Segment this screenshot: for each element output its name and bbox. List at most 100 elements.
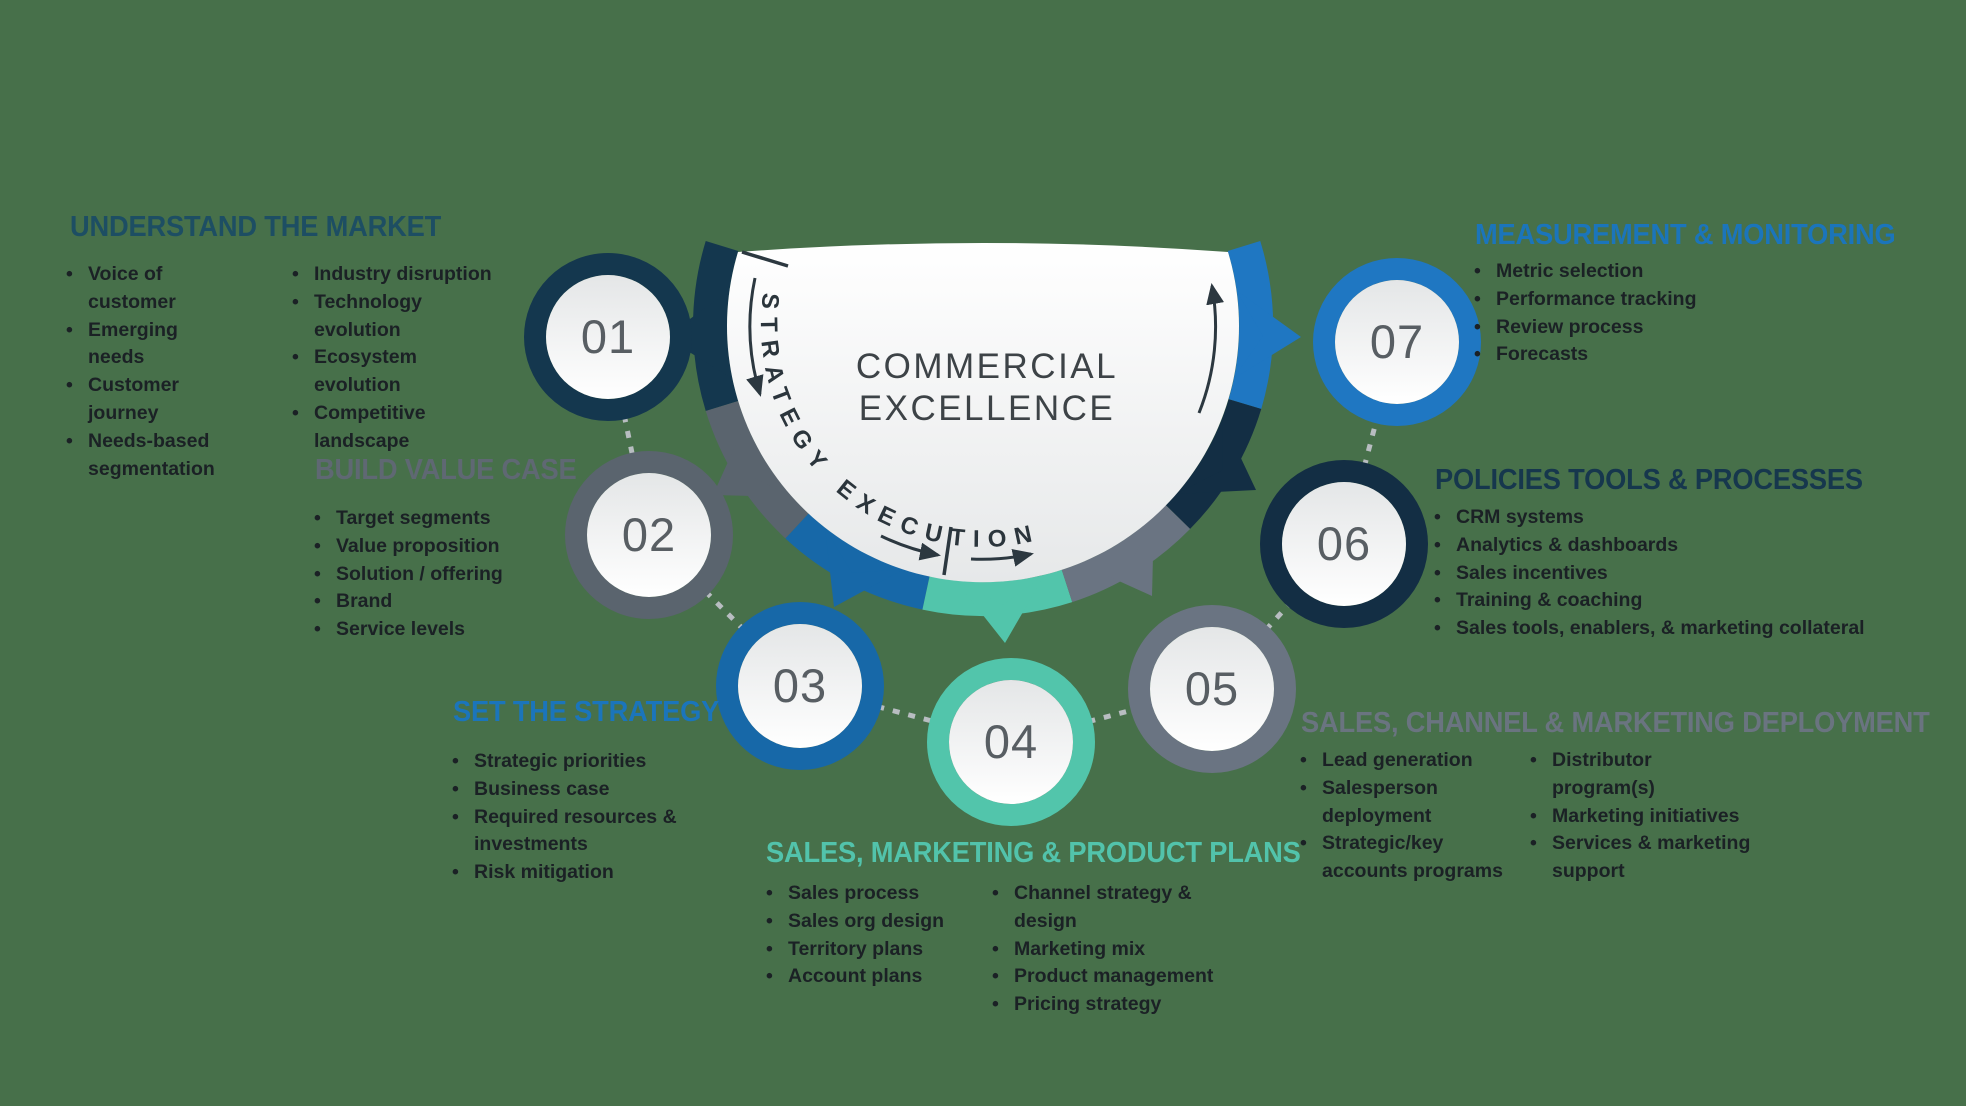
execution-arrow-2 <box>1197 283 1225 414</box>
list-item: Needs-based segmentation <box>62 428 237 484</box>
list-item: Strategic/key accounts programs <box>1296 830 1531 886</box>
list-item: Training & coaching <box>1430 587 1880 615</box>
list-item: Analytics & dashboards <box>1430 532 1880 560</box>
step-number-03: 03 <box>773 659 827 712</box>
list-item: CRM systems <box>1430 504 1880 532</box>
bullet-list: Metric selection Performance tracking Re… <box>1470 258 1710 369</box>
step-face-07 <box>1335 280 1459 404</box>
step-face-06 <box>1282 482 1406 606</box>
list-item: Metric selection <box>1470 258 1710 286</box>
step-number-01: 01 <box>581 310 635 363</box>
step-face-01 <box>546 275 670 399</box>
list-item: Solution / offering <box>310 561 510 589</box>
ring-segment-06 <box>1165 398 1262 529</box>
list-item: Business case <box>448 776 678 804</box>
list-item: Industry disruption <box>288 261 494 289</box>
step-number-07: 07 <box>1370 315 1424 368</box>
list-item: Sales tools, enablers, & marketing colla… <box>1430 615 1880 643</box>
strategy-arrow-2 <box>880 534 941 561</box>
outer-ring-segments <box>693 240 1274 617</box>
bullet-list: Lead generation Salesperson deployment S… <box>1296 747 1531 886</box>
bullet-list: Industry disruption Technology evolution… <box>288 261 494 456</box>
pointer-01 <box>665 290 733 379</box>
list-item: Value proposition <box>310 533 510 561</box>
step-circle-01: 01 <box>524 253 692 421</box>
list-item: Distributor program(s) <box>1526 747 1751 803</box>
bullet-list: Strategic priorities Business case Requi… <box>448 748 678 887</box>
list-item: Sales incentives <box>1430 560 1880 588</box>
step-ring-01 <box>524 253 692 421</box>
list-item: Forecasts <box>1470 341 1710 369</box>
list-item: Marketing initiatives <box>1526 803 1751 831</box>
list-item: Marketing mix <box>988 936 1238 964</box>
center-title-line2: EXCELLENCE <box>859 389 1115 428</box>
list-item: Review process <box>1470 314 1710 342</box>
step-circle-03: 03 <box>716 602 884 770</box>
list-item: Channel strategy & design <box>988 880 1238 936</box>
step-ring-05 <box>1128 605 1296 773</box>
step-ring-06 <box>1260 460 1428 628</box>
step-number-05: 05 <box>1185 662 1239 715</box>
list-item: Customer journey <box>62 372 237 428</box>
bullet-list: Channel strategy & design Marketing mix … <box>988 880 1238 1019</box>
bottom-divider-tick <box>942 526 953 576</box>
step-circle-06: 06 <box>1260 460 1428 628</box>
pointer-04 <box>956 574 1045 643</box>
list-item: Performance tracking <box>1470 286 1710 314</box>
list-item: Service levels <box>310 616 510 644</box>
ring-segment-01 <box>693 241 739 411</box>
ring-segment-07 <box>1227 240 1274 409</box>
pointer-06 <box>1176 418 1256 494</box>
step-face-04 <box>949 680 1073 804</box>
section-title: SALES, CHANNEL & MARKETING DEPLOYMENT <box>1301 707 1930 739</box>
ring-segment-02 <box>705 400 809 539</box>
bullet-list: Voice of customer Emerging needs Custome… <box>62 261 237 483</box>
center-title-line1: COMMERCIAL <box>856 347 1118 386</box>
step-ring-04 <box>927 658 1095 826</box>
step-number-06: 06 <box>1317 517 1371 570</box>
list-item: Services & marketing support <box>1526 830 1751 886</box>
pointer-05 <box>1079 516 1154 596</box>
bullet-list: Sales process Sales org design Territory… <box>762 880 962 991</box>
section-title: SET THE STRATEGY <box>453 696 720 728</box>
section-title: POLICIES TOOLS & PROCESSES <box>1435 464 1863 496</box>
list-item: Technology evolution <box>288 289 494 345</box>
list-item: Sales process <box>762 880 962 908</box>
list-item: Lead generation <box>1296 747 1531 775</box>
list-item: Brand <box>310 588 510 616</box>
bullet-list: CRM systems Analytics & dashboards Sales… <box>1430 504 1880 643</box>
step-face-05 <box>1150 627 1274 751</box>
strategy-start-tick <box>741 250 789 268</box>
list-item: Emerging needs <box>62 317 237 373</box>
execution-arrow-1 <box>970 549 1034 567</box>
list-item: Strategic priorities <box>448 748 678 776</box>
step-face-03 <box>738 624 862 748</box>
list-item: Product management <box>988 963 1238 991</box>
section-title: BUILD VALUE CASE <box>315 454 577 486</box>
section-title: UNDERSTAND THE MARKET <box>70 211 442 243</box>
bullet-list: Distributor program(s) Marketing initiat… <box>1526 747 1751 886</box>
ring-segment-05 <box>1061 504 1191 603</box>
bullet-list: Target segments Value proposition Soluti… <box>310 505 510 644</box>
list-item: Target segments <box>310 505 510 533</box>
step-circle-07: 07 <box>1313 258 1481 426</box>
list-item: Sales org design <box>762 908 962 936</box>
flow-arrows <box>741 250 1225 576</box>
pointer-03 <box>825 528 904 607</box>
step-ring-02 <box>565 451 733 619</box>
ring-segment-03 <box>785 513 930 610</box>
step-face-02 <box>587 473 711 597</box>
list-item: Pricing strategy <box>988 991 1238 1019</box>
section-title: MEASUREMENT & MONITORING <box>1475 219 1896 251</box>
strategy-arrow-1 <box>746 277 764 397</box>
step-circle-04: 04 <box>927 658 1095 826</box>
list-item: Risk mitigation <box>448 859 678 887</box>
ring-segment-04 <box>922 569 1073 617</box>
list-item: Account plans <box>762 963 962 991</box>
list-item: Voice of customer <box>62 261 237 317</box>
step-number-04: 04 <box>984 715 1038 768</box>
section-title: SALES, MARKETING & PRODUCT PLANS <box>766 837 1301 869</box>
pointer-02 <box>713 422 793 497</box>
